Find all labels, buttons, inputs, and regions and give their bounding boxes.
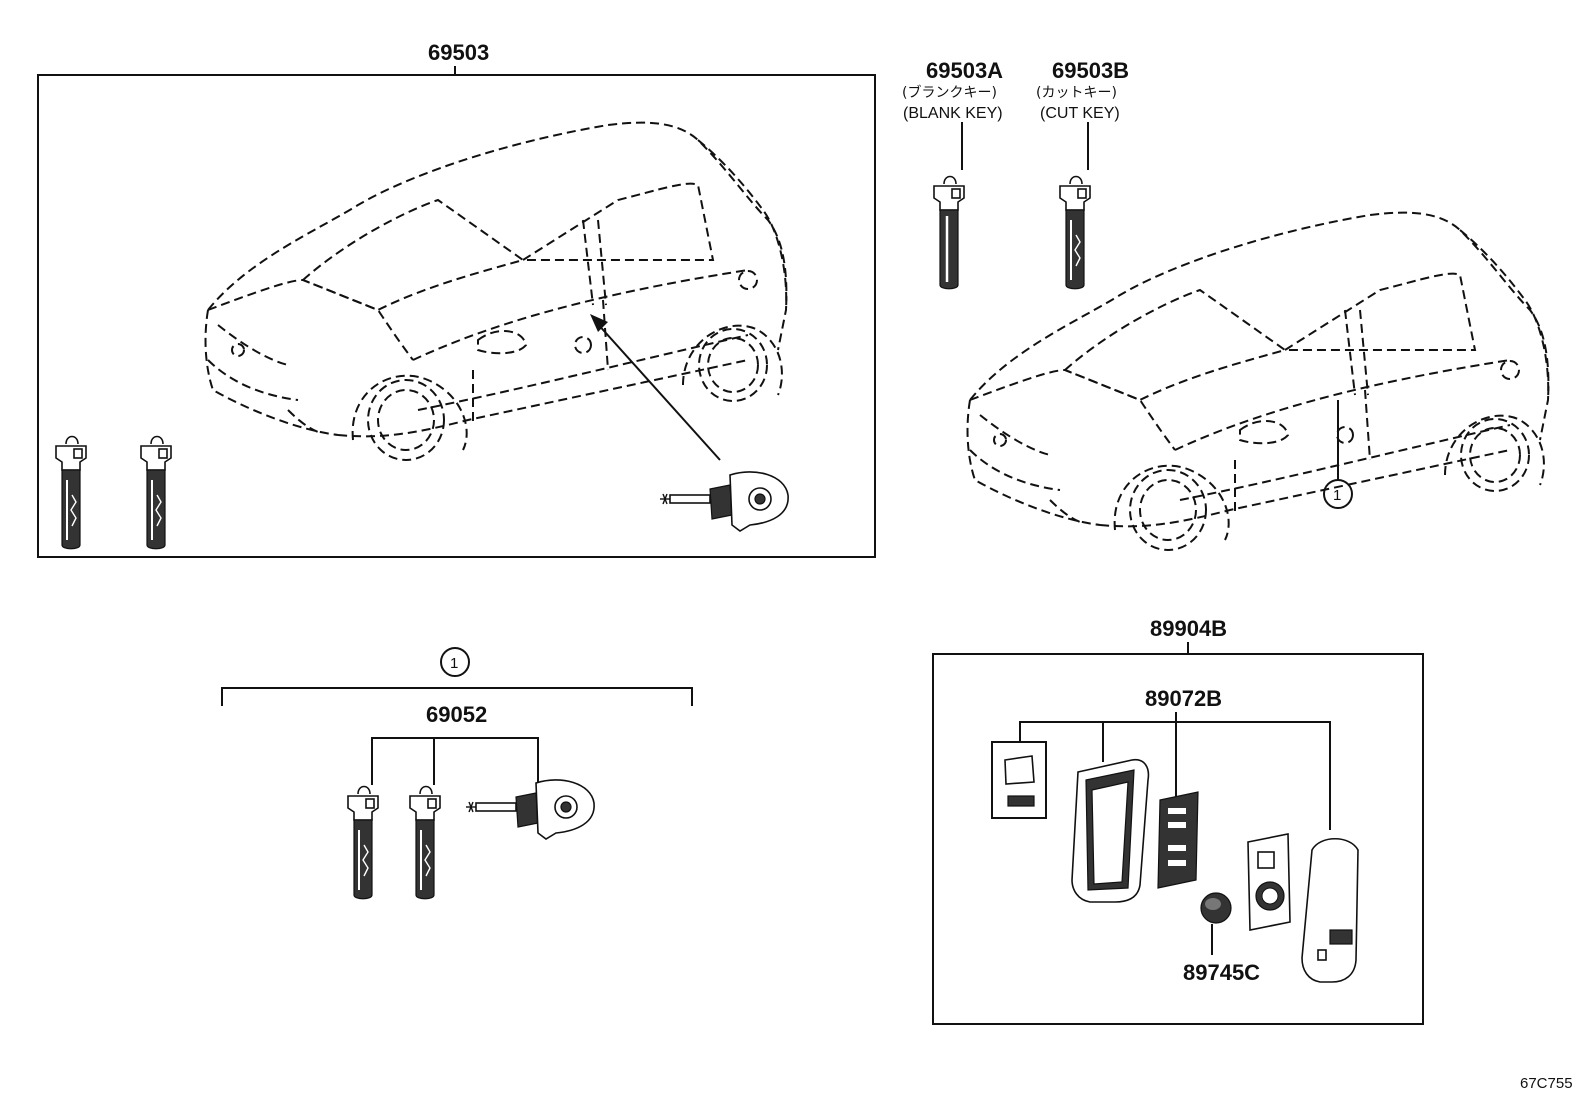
key-blade-icon xyxy=(409,785,441,900)
key-cover-piece xyxy=(991,741,1047,819)
pointer-arrow xyxy=(590,314,721,461)
circuit-board xyxy=(1157,791,1199,889)
reference-number: 1 xyxy=(450,655,458,672)
group-bracket xyxy=(221,687,693,706)
part-number-69503a: 69503A xyxy=(926,58,1003,83)
assembly-box-69503 xyxy=(37,74,876,558)
car-outline-icon xyxy=(966,211,1550,551)
part-number-69503b: 69503B xyxy=(1052,58,1129,83)
part-number-89904b: 89904B xyxy=(1150,616,1227,641)
blank-key-jp-label: (ブランクキー) xyxy=(902,84,997,101)
cut-key-jp-label: (カットキー) xyxy=(1036,85,1117,101)
lock-cylinder-icon xyxy=(465,779,595,840)
coin-battery-icon xyxy=(1200,892,1232,924)
car-outline-icon xyxy=(204,121,788,461)
diagram-code: 67C755 xyxy=(1520,1075,1573,1092)
smart-key-fob-icon xyxy=(1301,837,1359,983)
key-blade-icon xyxy=(1059,175,1091,290)
leader-line xyxy=(371,737,539,795)
battery-holder-plate xyxy=(1247,833,1291,931)
leader-line xyxy=(1019,721,1331,830)
key-blade-icon xyxy=(140,435,172,550)
part-number-89745c: 89745C xyxy=(1183,960,1260,985)
lock-cylinder-icon xyxy=(659,471,789,532)
reference-circle xyxy=(1323,479,1353,509)
reference-number: 1 xyxy=(1333,487,1341,504)
blank-key-en-label: (BLANK KEY) xyxy=(903,105,1003,122)
key-fob-housing xyxy=(1071,758,1150,903)
part-number-89072b: 89072B xyxy=(1145,686,1222,711)
assembly-box-89904b xyxy=(932,653,1424,1025)
part-number-69052: 69052 xyxy=(426,702,487,727)
key-blade-icon xyxy=(55,435,87,550)
part-number-69503: 69503 xyxy=(428,40,489,65)
key-blade-icon xyxy=(932,175,966,290)
cut-key-en-label: (CUT KEY) xyxy=(1040,105,1120,122)
reference-circle xyxy=(440,647,470,677)
key-blade-icon xyxy=(347,785,379,900)
